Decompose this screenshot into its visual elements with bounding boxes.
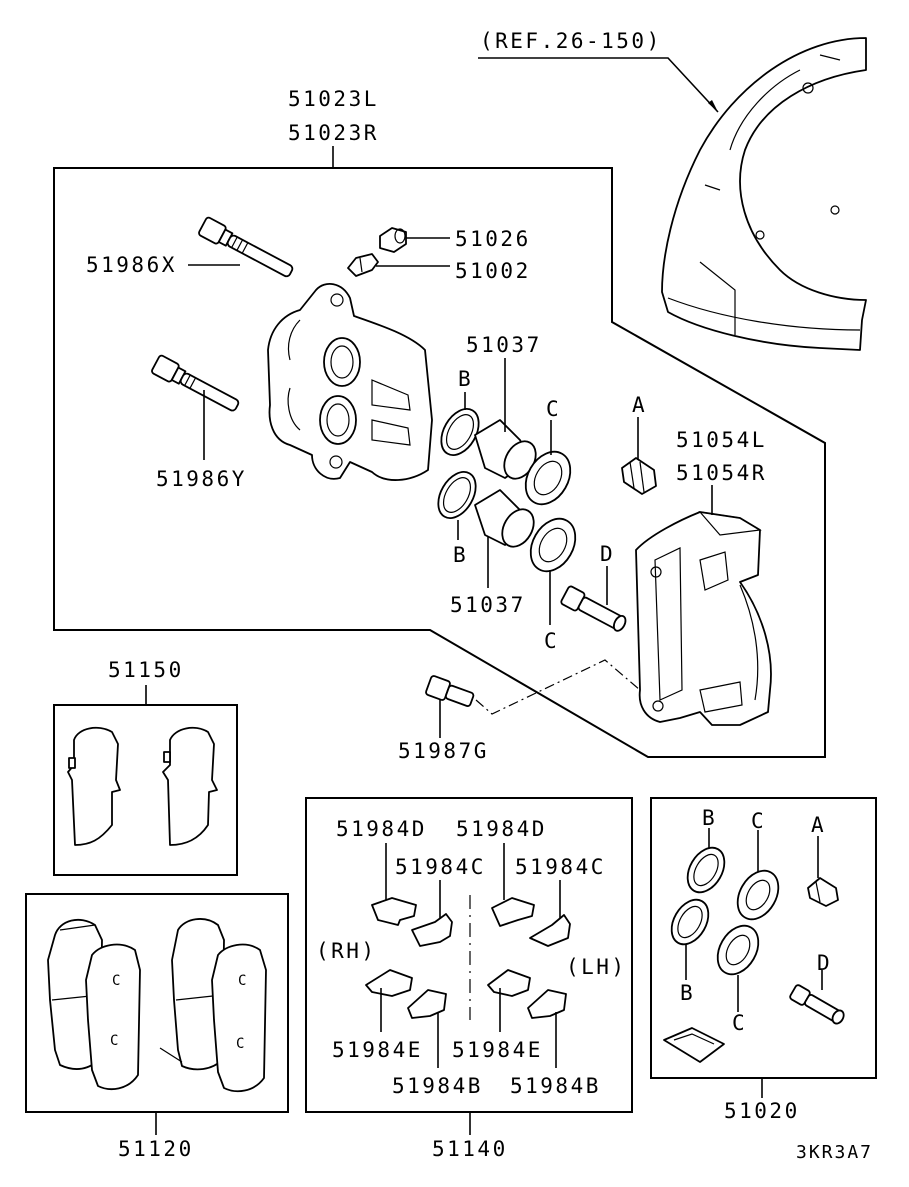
kit-boot-c2	[716, 924, 760, 976]
clip-c-rh	[411, 913, 453, 947]
piston-bottom-label: 51037	[450, 593, 526, 617]
clip-set-box	[305, 797, 633, 1113]
pad-shim-right	[162, 726, 218, 846]
support-r-label: 51054R	[676, 461, 767, 485]
clip-e-rh	[365, 969, 413, 997]
kit-grease-packet	[663, 1027, 725, 1063]
pad-set-label: 51120	[118, 1137, 194, 1161]
caliper-l-label: 51023L	[288, 87, 379, 111]
kit-c1-label: C	[751, 809, 766, 833]
kit-boot-c1	[736, 869, 780, 921]
letter-c-top: C	[546, 397, 561, 421]
clip-e-lh-label: 51984E	[452, 1038, 543, 1062]
brake-pad-4: C C	[211, 943, 267, 1093]
bleeder-cap	[379, 227, 407, 253]
kit-b2-label: B	[680, 981, 695, 1005]
brake-pad-2: C C	[85, 943, 141, 1091]
figure-code: 3KR3A7	[796, 1142, 873, 1163]
pad-shim-left	[67, 726, 121, 846]
kit-d-label: D	[817, 951, 832, 975]
ref-leader	[478, 57, 719, 113]
letter-a: A	[632, 393, 647, 417]
piston-top	[474, 419, 537, 480]
svg-text:C: C	[112, 973, 121, 989]
bolt-y-label: 51986Y	[156, 467, 247, 491]
kit-c2-label: C	[732, 1011, 747, 1035]
clip-d-rh-label: 51984D	[336, 817, 427, 841]
bleeder-screw	[347, 253, 379, 277]
guide-bolt-y	[151, 354, 240, 412]
bleeder-label: 51002	[455, 259, 531, 283]
lh-label: (LH)	[566, 955, 627, 979]
svg-text:C: C	[236, 1036, 245, 1052]
clip-e-lh	[487, 969, 531, 997]
pad-set-box	[25, 893, 289, 1113]
ref-label: (REF.26-150)	[480, 29, 662, 53]
caliper-support-bracket	[635, 511, 772, 726]
bolt-g	[425, 675, 475, 707]
dust-boot-bottom	[529, 517, 577, 573]
clip-d-rh	[371, 897, 417, 926]
clip-b-lh	[527, 989, 567, 1019]
seal-kit-label: 51020	[724, 1099, 800, 1123]
svg-text:C: C	[110, 1033, 119, 1049]
dust-cap-a	[621, 457, 657, 495]
slide-pin-d	[560, 585, 627, 632]
kit-seal-b2	[670, 898, 710, 946]
svg-text:C: C	[238, 973, 247, 989]
support-l-label: 51054L	[676, 428, 767, 452]
dust-boot-top	[524, 450, 572, 506]
caliper-r-label: 51023R	[288, 121, 379, 145]
letter-d: D	[600, 542, 615, 566]
clip-d-lh	[491, 897, 535, 927]
piston-bottom	[474, 489, 535, 548]
kit-b1-label: B	[702, 806, 717, 830]
bolt-g-dashed-path	[475, 659, 641, 715]
piston-seal-bottom	[437, 471, 477, 519]
dust-shield	[661, 37, 867, 351]
clip-e-rh-label: 51984E	[332, 1038, 423, 1062]
clip-b-lh-label: 51984B	[510, 1074, 601, 1098]
bolt-x-label: 51986X	[86, 253, 177, 277]
clip-c-lh-label: 51984C	[515, 855, 606, 879]
kit-seal-b1	[686, 846, 726, 894]
clip-c-rh-label: 51984C	[395, 855, 486, 879]
clip-b-rh-label: 51984B	[392, 1074, 483, 1098]
clip-c-lh	[529, 914, 571, 947]
piston-seal-top	[440, 408, 480, 456]
cap-label: 51026	[455, 227, 531, 251]
bolt-g-label: 51987G	[398, 739, 489, 763]
shim-set-label: 51150	[108, 658, 184, 682]
clip-b-rh	[407, 989, 447, 1019]
clip-d-lh-label: 51984D	[456, 817, 547, 841]
clip-set-label: 51140	[432, 1137, 508, 1161]
seal-kit-box	[650, 797, 877, 1079]
ref-arrowhead	[708, 100, 718, 112]
kit-cap-a	[807, 877, 839, 907]
letter-c-bottom: C	[544, 629, 559, 653]
kit-a-label: A	[811, 813, 826, 837]
caliper-body	[267, 283, 433, 481]
caliper-assembly-outline	[53, 167, 826, 758]
kit-pin-d	[789, 984, 845, 1025]
brake-pad-3	[159, 918, 225, 1071]
guide-bolt-x	[198, 216, 294, 278]
rh-label: (RH)	[316, 939, 377, 963]
piston-top-label: 51037	[466, 333, 542, 357]
letter-b-bottom: B	[453, 543, 468, 567]
letter-b-top: B	[458, 367, 473, 391]
